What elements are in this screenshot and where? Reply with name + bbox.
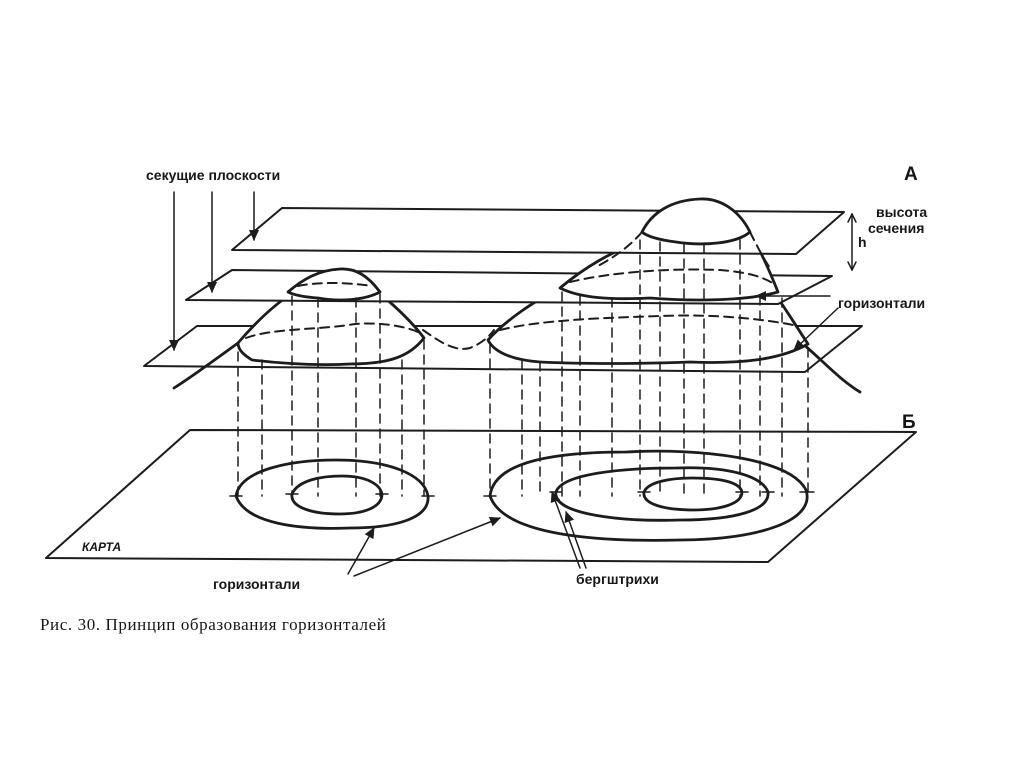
right-hill-section-dash [499, 314, 799, 331]
label-section-height-line1: высота [876, 204, 927, 220]
right-hill-upper-dash [597, 231, 643, 267]
left-hill-section-dash [245, 322, 419, 339]
label-contours-lower: горизонтали [213, 576, 300, 592]
right-hill-slope-ticks [483, 491, 815, 497]
label-map: КАРТА [82, 540, 121, 554]
label-section-b: Б [902, 412, 916, 433]
left-hill-top [286, 267, 382, 302]
lower-label-pointers [347, 491, 587, 577]
contours-upper-pointers [755, 291, 839, 351]
section-height-dimension [847, 213, 857, 271]
left-hill-top-dash [297, 282, 373, 287]
label-section-a: А [904, 164, 918, 185]
right-hill-mid-dash [569, 268, 775, 285]
figure-caption: Рис. 30. Принцип образования горизонтале… [40, 615, 386, 634]
left-hill-contour-inner [290, 474, 384, 516]
label-section-height-line2: сечения [868, 220, 924, 236]
part-b-map [45, 429, 917, 577]
projection-lines [237, 239, 809, 497]
label-h: h [858, 234, 867, 250]
right-hill-upper-dash-r [749, 231, 771, 269]
left-hill-contour-outer [234, 458, 430, 530]
label-cutting-planes: секущие плоскости [146, 167, 280, 183]
cutting-plane-pointers [169, 191, 259, 351]
right-hill-contour-mid [554, 466, 770, 522]
right-hill-contour-inner [642, 476, 744, 512]
left-hill-slope-ticks [229, 493, 435, 497]
right-hill-summit [640, 197, 752, 246]
right-hill-contour-outer [488, 449, 809, 542]
part-a-terrain [143, 191, 863, 497]
map-plane [45, 429, 917, 563]
terrain-profile-left [172, 341, 240, 390]
left-hill-body [236, 290, 426, 367]
label-slope-ticks: бергштрихи [576, 571, 659, 587]
label-contours-upper: горизонтали [838, 295, 925, 311]
cutting-plane-top [231, 207, 845, 255]
terrain-valley [422, 329, 495, 350]
